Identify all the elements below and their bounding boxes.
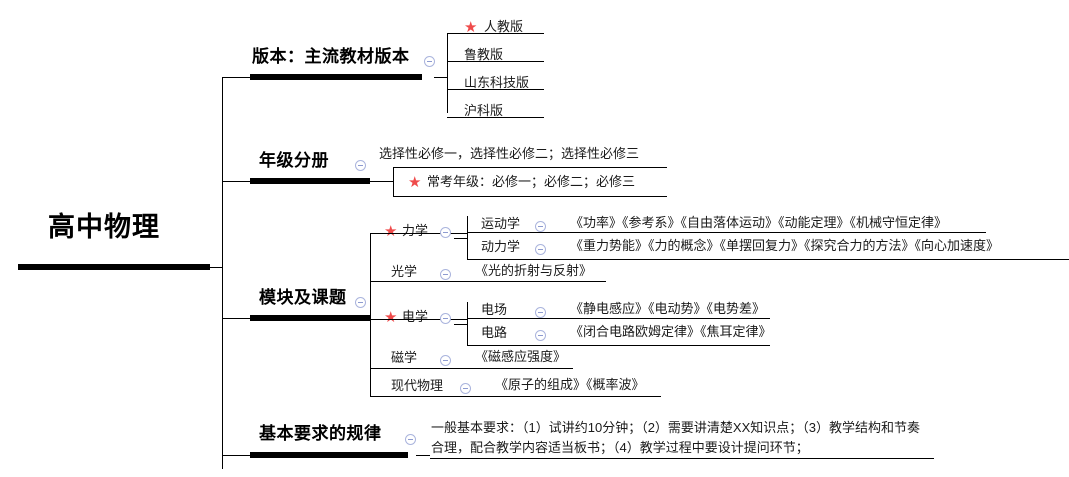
branch-3-child-underline-1	[370, 281, 606, 282]
star-icon: ★	[384, 223, 398, 240]
branch-2-child-label-1[interactable]: 常考年级：必修一；必修二；必修三	[427, 174, 636, 189]
branch-2-collapse-toggle-icon[interactable]	[355, 160, 366, 171]
star-icon: ★	[408, 174, 422, 191]
branch-1-child-label-1[interactable]: 鲁教版	[464, 47, 504, 62]
branch-4-child-label-0[interactable]: 一般基本要求：（1）试讲约10分钟；（2）需要讲清楚XX知识点；（3）教学结构和…	[431, 420, 920, 456]
kinematics-collapse-toggle-icon[interactable]	[535, 221, 546, 232]
circuit-underline	[467, 345, 770, 346]
branch-1-child-label-2[interactable]: 山东科技版	[464, 75, 530, 90]
branch-3-label[interactable]: 模块及课题	[259, 288, 347, 307]
electricity-subchild-label-0[interactable]: 电场	[481, 302, 508, 317]
branch-3-child-underline-0	[370, 233, 467, 234]
electricity-subchild-label-1[interactable]: 电路	[481, 325, 508, 340]
branch-4-label[interactable]: 基本要求的规律	[259, 424, 382, 443]
branch-3-child-label-2[interactable]: 电学	[402, 309, 429, 324]
branch-1-child-underline-2	[447, 89, 544, 90]
magnetism-items[interactable]: 《磁感应强度》	[475, 349, 567, 364]
dynamics-collapse-toggle-icon[interactable]	[535, 244, 546, 255]
star-icon: ★	[384, 309, 398, 326]
branch-3-child-label-4[interactable]: 现代物理	[391, 378, 444, 393]
branch-1-child-underline-1	[447, 61, 544, 62]
branch-2-connector-line	[222, 181, 250, 182]
electric-field-collapse-toggle-icon[interactable]	[535, 307, 546, 318]
mechanics-child-connector	[454, 238, 467, 239]
modern-physics-collapse-toggle-icon[interactable]	[460, 383, 471, 394]
branch-3-children-spine	[370, 233, 371, 396]
star-icon: ★	[464, 19, 478, 36]
branch-1-child-connector	[434, 77, 447, 78]
branch-2-child-underline-1	[393, 196, 667, 197]
branch-1-child-label-0[interactable]: 人教版	[484, 19, 524, 34]
branch-2-child-underline-0	[393, 167, 667, 168]
electricity-collapse-toggle-icon[interactable]	[440, 313, 451, 324]
root-connector-line	[210, 267, 223, 268]
branch-3-child-label-1[interactable]: 光学	[391, 264, 418, 279]
electric-field-underline	[467, 318, 770, 319]
root-node-underline	[18, 264, 210, 270]
mechanics-collapse-toggle-icon[interactable]	[440, 227, 451, 238]
branch-2-child-connector	[370, 181, 393, 182]
mechanics-subchild-label-1[interactable]: 动力学	[481, 239, 521, 254]
branch-3-connector-line	[222, 318, 250, 319]
branch-2-underline	[250, 178, 370, 184]
branch-1-child-underline-0	[447, 33, 544, 34]
kinematics-items[interactable]: 《功率》《参考系》《自由落体运动》《动能定理》《机械守恒定律》	[570, 215, 948, 230]
branch-3-child-underline-2	[370, 319, 467, 320]
branch-1-underline	[250, 74, 422, 80]
dynamics-underline	[467, 259, 1069, 260]
branch-1-collapse-toggle-icon[interactable]	[424, 56, 435, 67]
optics-collapse-toggle-icon[interactable]	[440, 269, 451, 280]
branch-4-child-underline-0	[430, 458, 934, 459]
branch-1-connector-line	[222, 77, 250, 78]
branch-3-child-label-3[interactable]: 磁学	[391, 350, 418, 365]
mechanics-children-spine	[467, 216, 468, 260]
kinematics-underline	[467, 232, 986, 233]
magnetism-collapse-toggle-icon[interactable]	[440, 355, 451, 366]
branch-1-label[interactable]: 版本：主流教材版本	[252, 47, 410, 66]
optics-items[interactable]: 《光的折射与反射》	[475, 263, 593, 278]
electricity-children-spine	[467, 302, 468, 346]
branch-4-underline	[250, 452, 408, 458]
electric-field-items[interactable]: 《静电感应》《电动势》《电势差》	[570, 301, 766, 316]
root-node-label[interactable]: 高中物理	[48, 212, 160, 242]
branch-4-connector-line	[222, 455, 250, 456]
branch-3-child-underline-3	[370, 368, 573, 369]
branch-1-children-spine	[447, 33, 448, 113]
mechanics-subchild-label-0[interactable]: 运动学	[481, 216, 521, 231]
branch-1-child-underline-3	[447, 117, 544, 118]
dynamics-items[interactable]: 《重力势能》《力的概念》《单摆回复力》《探究合力的方法》《向心加速度》	[570, 238, 1000, 253]
electricity-child-connector	[454, 324, 467, 325]
root-spine-line	[222, 77, 223, 469]
branch-1-child-label-3[interactable]: 沪科版	[464, 103, 504, 118]
branch-2-label[interactable]: 年级分册	[259, 151, 329, 170]
circuit-collapse-toggle-icon[interactable]	[535, 330, 546, 341]
branch-3-collapse-toggle-icon[interactable]	[355, 297, 366, 308]
modern-physics-items[interactable]: 《原子的组成》《概率波》	[495, 377, 645, 392]
branch-2-children-spine	[393, 167, 394, 197]
circuit-items[interactable]: 《闭合电路欧姆定律》《焦耳定律》	[570, 324, 772, 339]
branch-3-underline	[250, 315, 370, 321]
branch-4-collapse-toggle-icon[interactable]	[405, 434, 416, 445]
branch-3-child-label-0[interactable]: 力学	[402, 223, 429, 238]
branch-4-child-connector	[416, 455, 430, 456]
branch-3-child-underline-4	[370, 396, 661, 397]
branch-2-child-label-0[interactable]: 选择性必修一，选择性必修二；选择性必修三	[379, 146, 640, 161]
